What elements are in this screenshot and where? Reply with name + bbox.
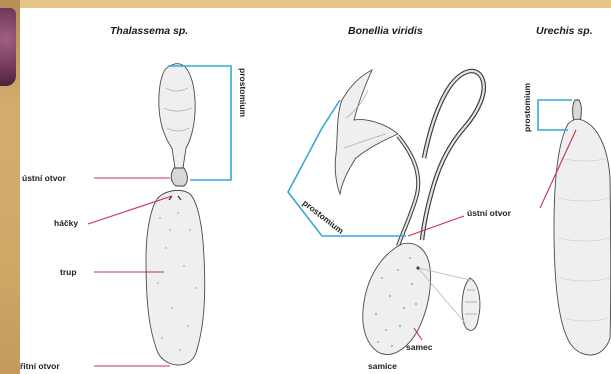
label-anus: řitní otvor	[20, 361, 60, 371]
partial-photo-thumbnail	[0, 8, 16, 86]
bonellia-male-location	[416, 266, 419, 269]
bonellia-figure: prostomium ústní otvor samec samice	[288, 70, 512, 371]
bonellia-stalk-outline-a	[398, 136, 418, 246]
title-thalassema: Thalassema sp.	[110, 25, 188, 37]
bonellia-proboscis-fork	[335, 70, 398, 194]
label-male: samec	[406, 342, 433, 352]
urechis-prostomium	[573, 100, 582, 122]
urechis-figure: prostomium	[522, 82, 611, 355]
label-prostomium-thalassema: prostomium	[238, 68, 248, 118]
label-female: samice	[368, 361, 397, 371]
title-urechis: Urechis sp.	[536, 25, 593, 37]
diagram-panel: Thalassema sp. Bonellia viridis Urechis …	[20, 8, 611, 374]
label-mouth-bonellia: ústní otvor	[467, 208, 512, 218]
label-hooks: háčky	[54, 218, 78, 228]
label-prostomium-urechis: prostomium	[522, 82, 532, 132]
label-mouth-thalassema: ústní otvor	[22, 173, 67, 183]
thalassema-figure: prostomium ústní otvor háčky trup řitní …	[20, 64, 248, 371]
thalassema-neck	[171, 168, 187, 186]
thalassema-trunk	[146, 190, 205, 365]
label-trunk: trup	[60, 267, 77, 277]
thalassema-proboscis	[159, 64, 195, 168]
echiura-diagram: Thalassema sp. Bonellia viridis Urechis …	[20, 8, 611, 374]
title-bonellia: Bonellia viridis	[348, 25, 423, 37]
callout-mouth-bonellia	[408, 216, 464, 236]
slide-left-edge	[0, 0, 20, 374]
